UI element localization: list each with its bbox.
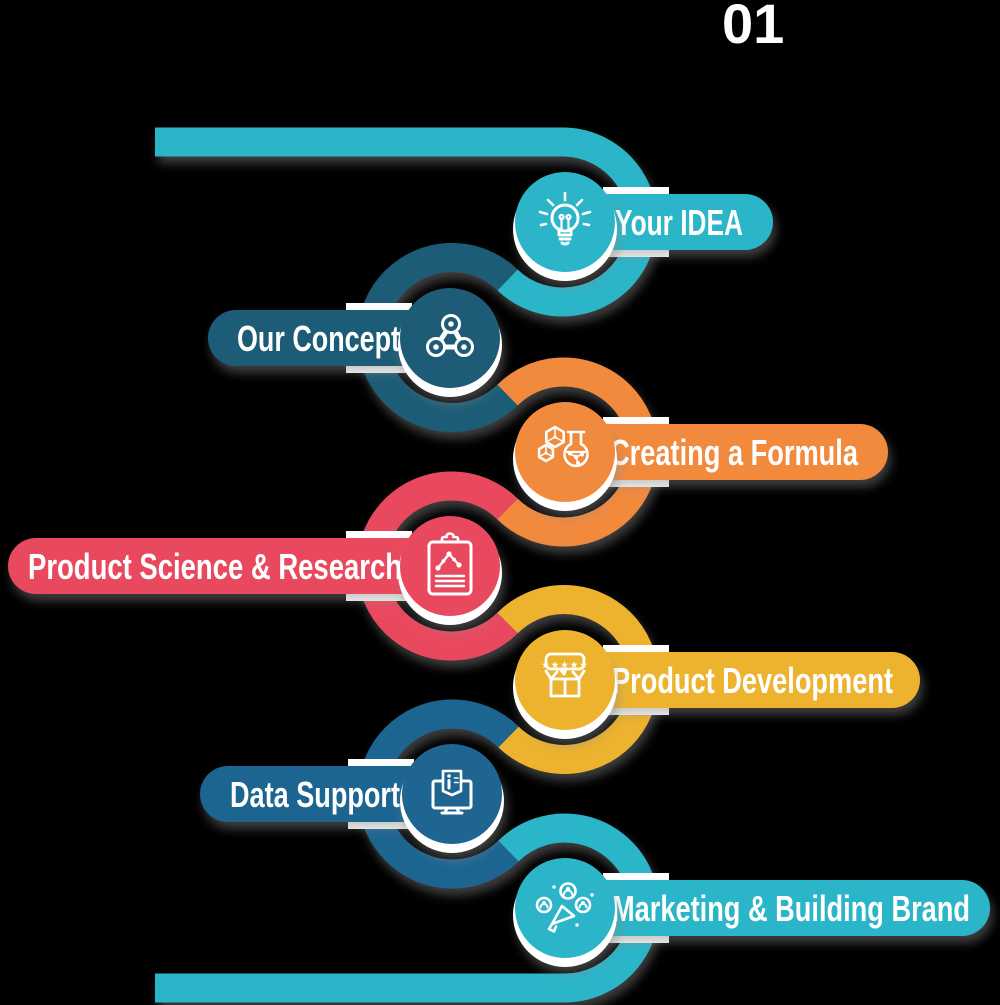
step-label-2: Our Concept <box>237 318 400 359</box>
step-pill-7 <box>550 880 990 936</box>
step-pill-6 <box>200 766 462 822</box>
step-circle-2 <box>400 288 500 388</box>
step-label-5: Product Development <box>612 660 893 701</box>
step-number: 01 <box>722 0 784 55</box>
rating-stars: ★★★★★ <box>541 660 589 671</box>
megaphone-icon <box>535 882 594 933</box>
step-label-7: Marketing & Building Brand <box>612 888 970 929</box>
clipboard-icon <box>427 532 473 596</box>
step-pill-5 <box>550 652 920 708</box>
monitor-book-icon <box>431 769 473 815</box>
step-pill-2 <box>208 310 460 366</box>
step-label-1: Your IDEA <box>615 202 743 243</box>
lightbulb-icon <box>538 191 592 246</box>
step-pill-3 <box>550 424 888 480</box>
step-pill-4 <box>8 538 460 594</box>
step-label-4: Product Science & Research <box>28 546 402 587</box>
step-labels: Your IDEA Our Concept Creating a Formula… <box>28 202 970 929</box>
step-circle-1 <box>515 172 615 272</box>
molecule-icon <box>426 314 474 357</box>
flask-icon <box>537 425 589 468</box>
label-pills <box>8 194 990 936</box>
box-rating-icon <box>544 652 586 698</box>
step-label-6: Data Support <box>230 774 400 815</box>
step-label-3: Creating a Formula <box>610 432 859 473</box>
step-circle-4 <box>400 516 500 616</box>
